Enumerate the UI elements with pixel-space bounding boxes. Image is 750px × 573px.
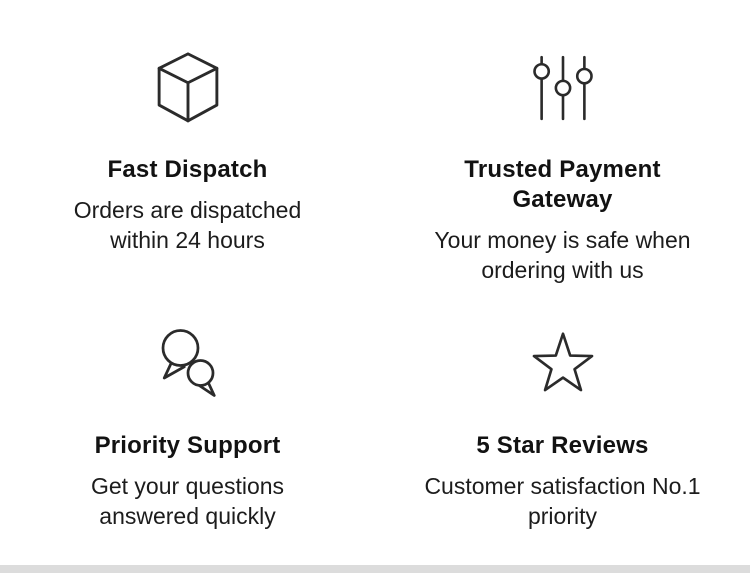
feature-description: Your money is safe when ordering with us — [434, 227, 691, 284]
feature-trusted-payment-gateway: Trusted Payment Gateway Your money is sa… — [375, 40, 750, 286]
feature-priority-support: Priority Support Get your questions answ… — [0, 316, 375, 532]
feature-description: Orders are dispatched within 24 hours — [73, 197, 302, 254]
features-grid: Fast Dispatch Orders are dispatched with… — [0, 40, 750, 532]
star-icon — [522, 316, 604, 411]
feature-fast-dispatch: Fast Dispatch Orders are dispatched with… — [0, 40, 375, 256]
feature-title: Fast Dispatch — [107, 156, 268, 183]
feature-title: Priority Support — [94, 431, 281, 459]
feature-description: Customer satisfaction No.1 priority — [424, 472, 701, 530]
cube-icon — [146, 40, 230, 135]
bottom-divider — [0, 565, 750, 573]
sliders-icon — [525, 40, 601, 135]
feature-title: 5 Star Reviews — [476, 431, 649, 459]
feature-description: Get your questions answered quickly — [90, 472, 285, 530]
feature-title: Trusted Payment Gateway — [464, 156, 661, 213]
chat-bubbles-icon — [148, 316, 228, 411]
feature-five-star-reviews: 5 Star Reviews Customer satisfaction No.… — [375, 316, 750, 532]
